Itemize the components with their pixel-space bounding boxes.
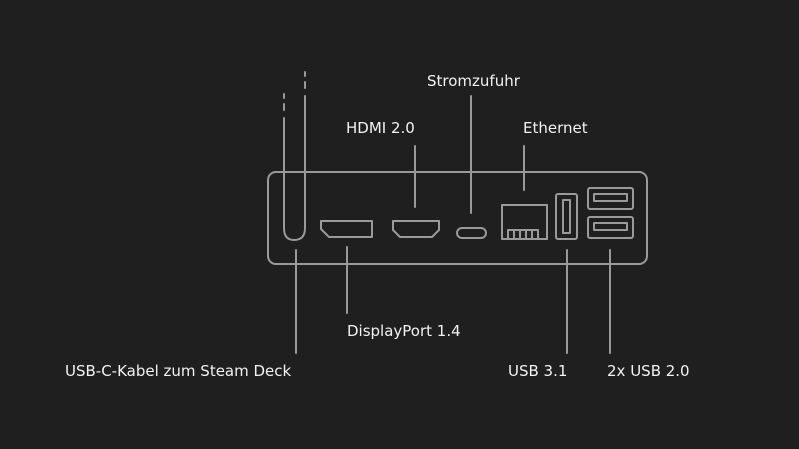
ethernet-port — [501, 204, 548, 240]
power-usbc-port — [456, 227, 487, 239]
label-hdmi: HDMI 2.0 — [346, 119, 415, 137]
usb31-port — [555, 193, 578, 240]
label-usbc-cable: USB-C-Kabel zum Steam Deck — [65, 362, 292, 380]
dock-body — [267, 171, 648, 265]
usb20-ports — [587, 187, 634, 239]
label-displayport: DisplayPort 1.4 — [347, 322, 461, 340]
displayport-port — [320, 220, 373, 238]
label-usb20: 2x USB 2.0 — [607, 362, 690, 380]
label-usb31: USB 3.1 — [508, 362, 568, 380]
usb-c-cable — [283, 71, 306, 241]
label-ethernet: Ethernet — [523, 119, 588, 137]
hdmi-port — [392, 220, 440, 238]
label-power: Stromzufuhr — [427, 72, 520, 90]
